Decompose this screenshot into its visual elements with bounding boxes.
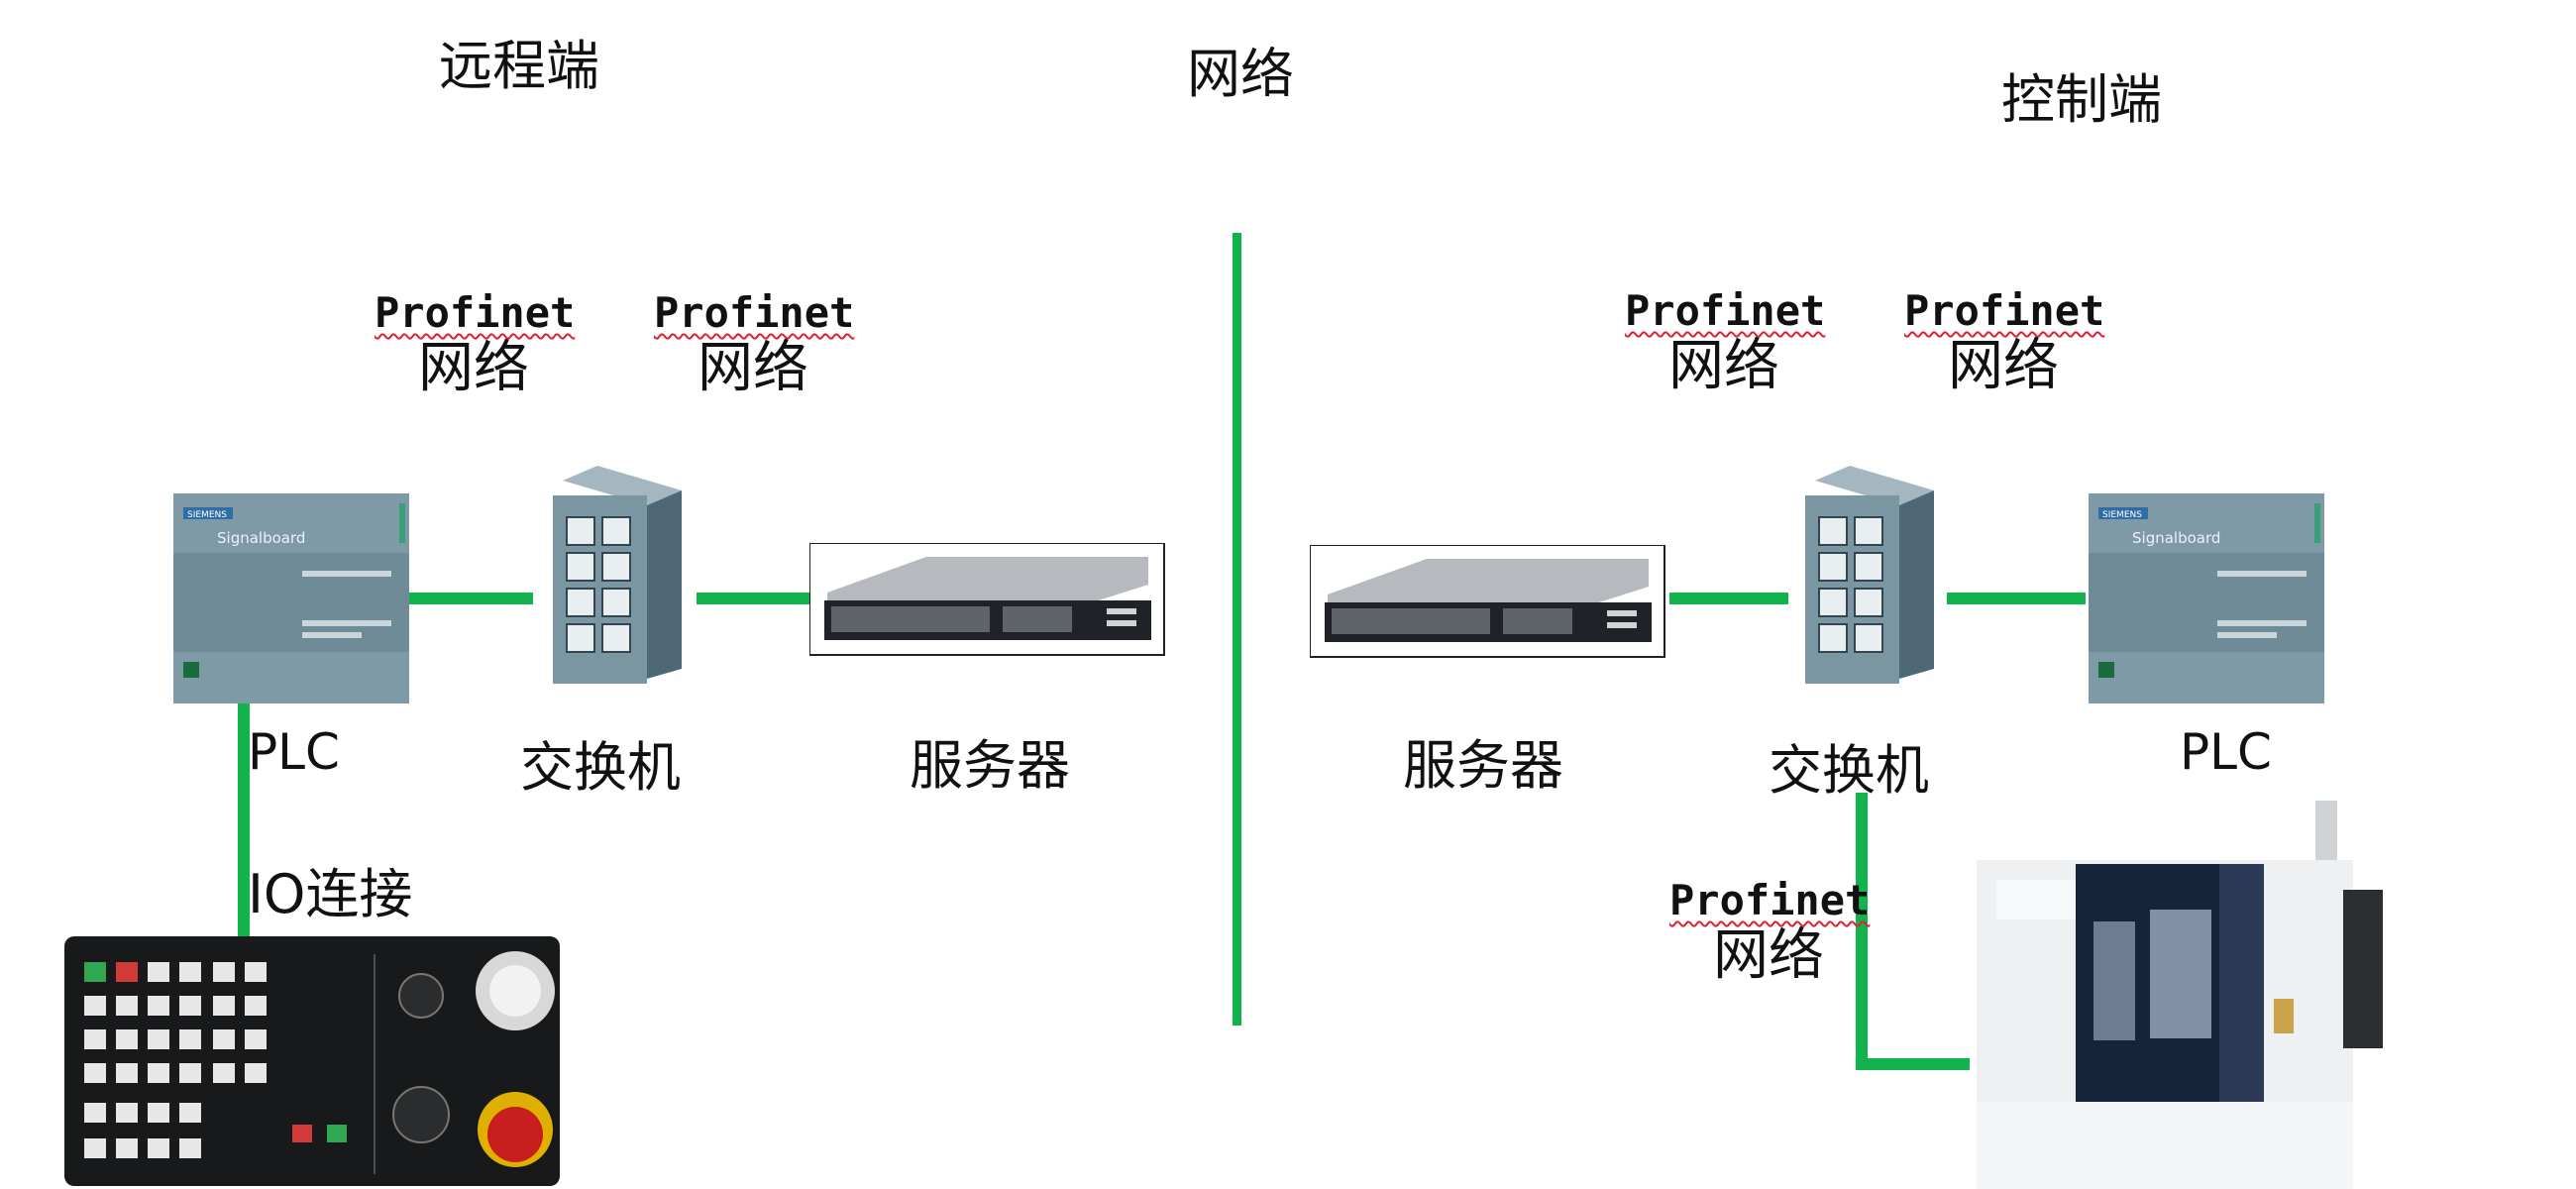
switch-device-left <box>553 466 682 684</box>
remote-side-header: 远程端 <box>439 35 599 97</box>
network-text: 网络 <box>1948 334 2059 399</box>
switch-label-left: 交换机 <box>520 736 681 799</box>
io-connection-label: IO连接 <box>248 863 413 925</box>
link-switch-plc-right <box>1947 593 2086 604</box>
plc-device-left: SIEMENS Signalboard <box>173 493 409 703</box>
profinet-label-remote-2: Profinet 网络 <box>654 288 855 401</box>
network-text: 网络 <box>698 336 808 401</box>
server-device-left <box>809 543 1165 656</box>
network-text: 网络 <box>1668 334 1779 399</box>
siemens-logo-text: SIEMENS <box>187 510 227 520</box>
profinet-text: Profinet <box>1625 286 1826 335</box>
switch-label-right: 交换机 <box>1769 739 1929 802</box>
plc-device-right: SIEMENS Signalboard <box>2089 493 2324 703</box>
signalboard-text: Signalboard <box>2132 529 2220 547</box>
server-device-right <box>1310 545 1665 658</box>
control-side-header: 控制端 <box>2001 68 2162 131</box>
profinet-label-control-1: Profinet 网络 <box>1625 286 1826 399</box>
cnc-machine-tool <box>1977 801 2383 1189</box>
cnc-control-panel <box>64 936 560 1186</box>
link-switch-machine-horizontal <box>1856 1058 1970 1070</box>
network-text: 网络 <box>418 336 529 401</box>
siemens-logo-text: SIEMENS <box>2102 510 2142 520</box>
signalboard-text: Signalboard <box>217 529 305 547</box>
server-label-right: 服务器 <box>1403 734 1563 797</box>
profinet-label-control-2: Profinet 网络 <box>1904 286 2105 399</box>
link-plc-switch-left <box>406 593 533 604</box>
plc-label-left: PLC <box>248 723 340 781</box>
profinet-text: Profinet <box>375 288 576 337</box>
profinet-text: Profinet <box>654 288 855 337</box>
link-switch-server-left <box>697 593 810 604</box>
network-header: 网络 <box>1187 43 1294 105</box>
link-switch-machine-vertical <box>1856 793 1868 1070</box>
profinet-label-remote-1: Profinet 网络 <box>375 288 576 401</box>
network-divider-line <box>1233 233 1241 1026</box>
switch-device-right <box>1805 466 1934 684</box>
plc-label-right: PLC <box>2180 723 2272 781</box>
profinet-text: Profinet <box>1669 876 1871 924</box>
profinet-text: Profinet <box>1904 286 2105 335</box>
network-text: 网络 <box>1713 923 1824 989</box>
link-plc-panel-io <box>238 702 250 939</box>
server-label-left: 服务器 <box>910 734 1070 797</box>
link-server-switch-right <box>1669 593 1788 604</box>
profinet-label-machine: Profinet 网络 <box>1669 876 1871 989</box>
